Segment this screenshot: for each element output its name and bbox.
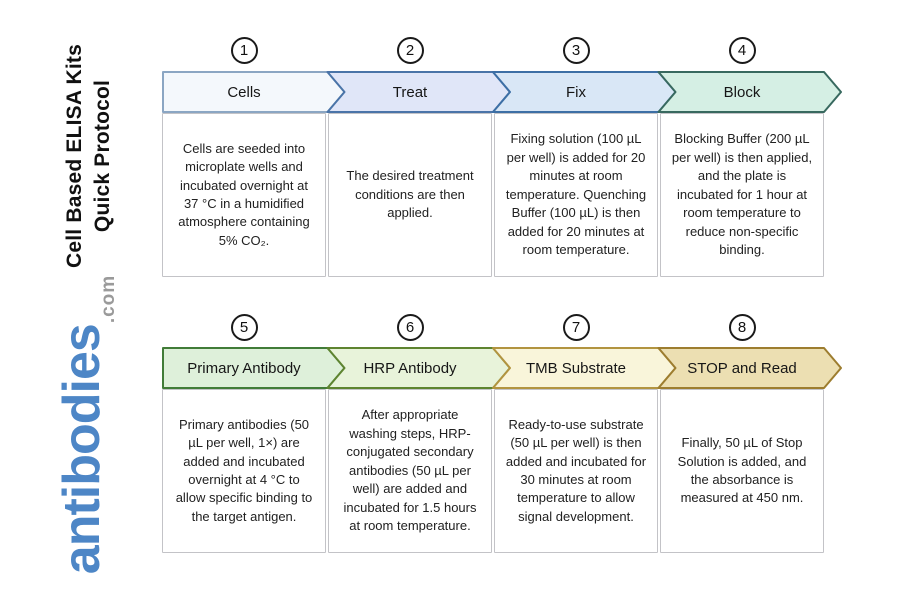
step-arrow-shape-7 [492,347,677,389]
brand-logo-tld: .com [98,274,119,324]
steps-arrow-strip-1 [162,71,842,113]
step-number-badge-2: 2 [396,36,424,64]
step-description-text-7: Ready-to-use substrate (50 µL per well) … [505,416,647,524]
step-arrow-shape-1 [162,71,346,113]
step-description-box-6: After appropriate washing steps, HRP-con… [328,389,492,553]
step-badges-row-2: 5 6 7 8 [162,313,824,341]
step-arrow-shape-6 [326,347,511,389]
step-description-text-5: Primary antibodies (50 µL per well, 1×) … [175,416,313,524]
step-description-box-2: The desired treatment conditions are the… [328,113,492,277]
step-arrow-shape-3 [492,71,677,113]
step-description-box-5: Primary antibodies (50 µL per well, 1×) … [162,389,326,553]
step-number-badge-5: 5 [230,313,258,341]
step-badges-row-1: 1 2 3 4 [162,36,824,64]
brand-logo-name: antibodies [53,324,111,575]
brand-logo: antibodies .com [52,270,132,580]
step-number-badge-3: 3 [562,36,590,64]
step-arrow-shape-2 [326,71,511,113]
step-description-text-2: The desired treatment conditions are the… [346,168,474,221]
step-number-badge-6: 6 [396,313,424,341]
step-description-box-7: Ready-to-use substrate (50 µL per well) … [494,389,658,553]
step-description-text-4: Blocking Buffer (200 µL per well) is the… [671,131,813,258]
step-number-badge-4: 4 [728,36,756,64]
protocol-title-line2: Quick Protocol [90,79,114,233]
step-number-badge-8: 8 [728,313,756,341]
step-arrow-shape-4 [657,71,842,113]
step-description-text-6: After appropriate washing steps, HRP-con… [343,407,477,534]
step-description-box-4: Blocking Buffer (200 µL per well) is the… [660,113,824,277]
step-description-text-1: Cells are seeded into microplate wells a… [178,140,310,248]
step-description-text-3: Fixing solution (100 µL per well) is add… [505,131,647,258]
step-descriptions-row-1: Cells are seeded into microplate wells a… [162,113,824,277]
step-description-box-8: Finally, 50 µL of Stop Solution is added… [660,389,824,553]
protocol-title-line1: Cell Based ELISA Kits [63,44,86,268]
step-arrow-shape-5 [162,347,346,389]
step-description-box-3: Fixing solution (100 µL per well) is add… [494,113,658,277]
step-arrow-shape-8 [657,347,842,389]
step-descriptions-row-2: Primary antibodies (50 µL per well, 1×) … [162,389,824,553]
step-description-box-1: Cells are seeded into microplate wells a… [162,113,326,277]
steps-arrow-strip-2 [162,347,842,389]
step-number-badge-1: 1 [230,36,258,64]
step-description-text-8: Finally, 50 µL of Stop Solution is added… [677,435,807,506]
protocol-title: Cell Based ELISA Kits Quick Protocol [61,36,121,276]
step-number-badge-7: 7 [562,313,590,341]
